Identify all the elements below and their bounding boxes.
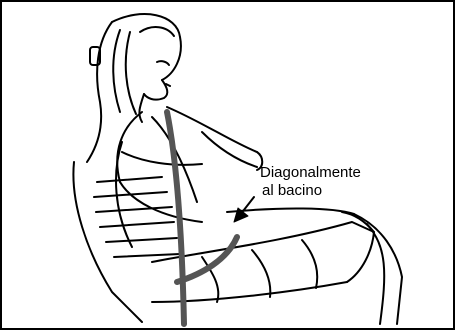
- seatbelt-lap: [177, 237, 237, 282]
- legs: [227, 208, 402, 324]
- annotation-line-1: Diagonalmente: [260, 164, 361, 182]
- head: [87, 14, 181, 162]
- annotation-label: Diagonalmente al bacino: [260, 164, 361, 200]
- annotation-line-2: al bacino: [260, 182, 361, 200]
- seatbelt-diagonal: [167, 112, 184, 324]
